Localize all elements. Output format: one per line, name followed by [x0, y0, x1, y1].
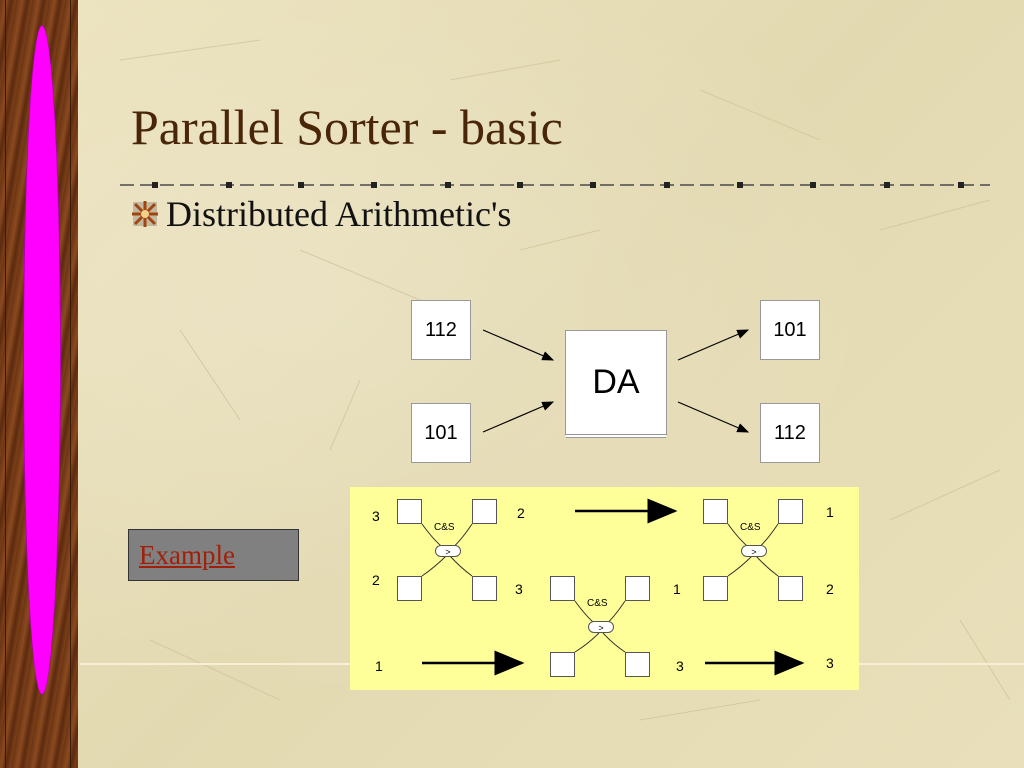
right-unit-cs-label: C&S — [740, 522, 761, 533]
left-unit-out-right-box — [472, 576, 497, 601]
left-unit-label-out-top: 2 — [517, 505, 525, 521]
star-bullet-icon — [132, 201, 158, 227]
example-link[interactable]: Example — [139, 540, 235, 570]
left-unit-compare: > — [435, 545, 461, 557]
bottom-unit-label-in-right: 1 — [673, 581, 681, 597]
input-box-bottom: 101 — [411, 403, 471, 463]
bottom-unit-cs-label: C&S — [587, 598, 608, 609]
bottom-unit-in-right-box — [625, 576, 650, 601]
left-unit-out-left-box — [397, 576, 422, 601]
bottom-row-label-middle: 3 — [676, 658, 684, 674]
left-unit-label-in-bottom: 2 — [372, 572, 380, 588]
slide-title: Parallel Sorter - basic — [131, 99, 563, 155]
right-unit-out-left-box — [703, 576, 728, 601]
right-unit-out-right-box — [778, 576, 803, 601]
output-box-top: 101 — [760, 300, 820, 360]
right-unit-in-top-box — [703, 499, 728, 524]
bottom-row-label-left: 1 — [375, 658, 383, 674]
left-unit-cs-label: C&S — [434, 522, 455, 533]
bottom-unit-out-left-box — [550, 652, 575, 677]
example-button[interactable]: Example — [128, 529, 299, 581]
right-unit-in-right-box — [778, 499, 803, 524]
da-block: DA — [565, 330, 667, 435]
left-unit-label-out-bottom: 3 — [515, 581, 523, 597]
output-box-bottom: 112 — [760, 403, 820, 463]
bottom-unit-compare: > — [588, 621, 614, 633]
left-unit-in-top-box — [397, 499, 422, 524]
right-unit-label-in-top: 1 — [826, 504, 834, 520]
right-unit-label-in-bottom: 2 — [826, 581, 834, 597]
cs-network-diagram: C&S > 3 2 2 3 C&S > 1 2 C&S > 3 1 1 3 3 — [350, 487, 859, 690]
right-unit-compare: > — [741, 545, 767, 557]
bottom-unit-out-right-box — [625, 652, 650, 677]
bottom-unit-in-left-box — [550, 576, 575, 601]
left-unit-label-in-top: 3 — [372, 508, 380, 524]
title-divider-line — [120, 182, 990, 188]
magenta-ellipse — [23, 25, 61, 695]
cs-network-wires — [421, 498, 805, 676]
bullet-text: Distributed Arithmetic's — [166, 194, 512, 234]
bullet-item: Distributed Arithmetic's — [130, 193, 511, 235]
bottom-row-label-right: 3 — [826, 655, 834, 671]
left-unit-in-right-box — [472, 499, 497, 524]
input-box-top: 112 — [411, 300, 471, 360]
left-bar-border — [5, 0, 71, 768]
